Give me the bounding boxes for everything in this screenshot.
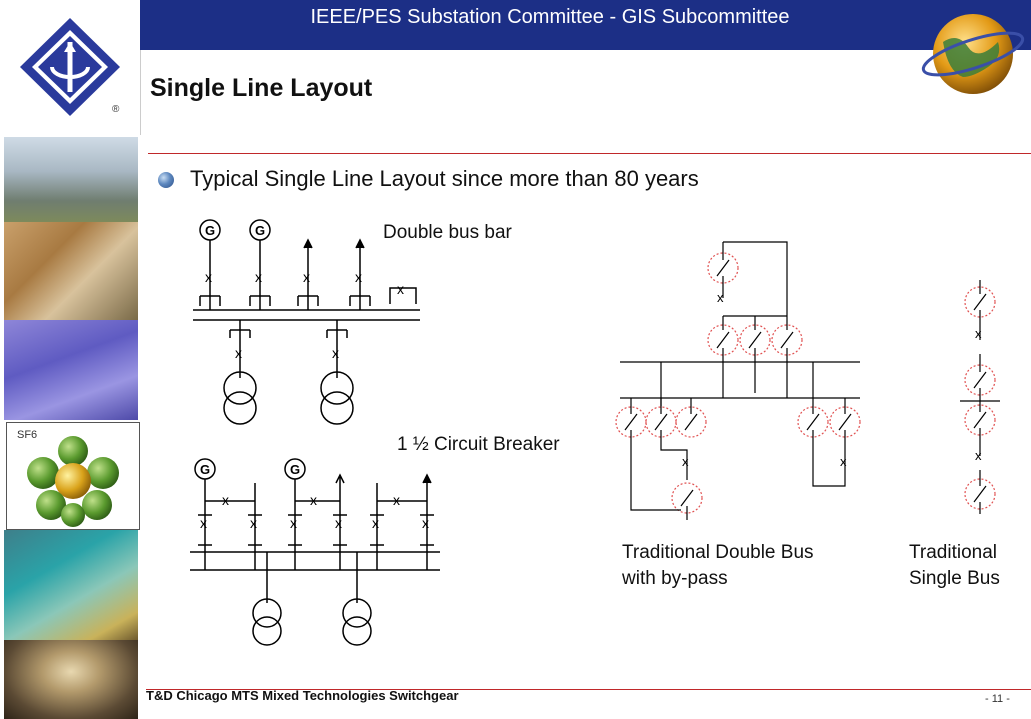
svg-text:G: G	[205, 223, 215, 238]
svg-text:x: x	[200, 515, 207, 531]
slide-title: Single Line Layout	[150, 74, 373, 102]
traditional-double-bus-label-2: with by-pass	[622, 568, 728, 589]
traditional-single-bus-label-1: Traditional	[909, 542, 998, 563]
globe-icon	[921, 14, 1025, 94]
gis-hall-photo	[4, 320, 138, 420]
traditional-single-bus-label-2: Single Bus	[909, 568, 1000, 589]
svg-text:G: G	[200, 462, 210, 477]
header-title: IEEE/PES Substation Committee - GIS Subc…	[310, 6, 790, 28]
svg-text:x: x	[250, 515, 257, 531]
sf6-molecule-icon	[27, 436, 119, 527]
traditional-double-bus-label-1: Traditional Double Bus	[622, 542, 814, 563]
tunnel-photo	[4, 640, 138, 719]
traditional-double-bus-diagram: x x x	[615, 241, 861, 520]
title-rule	[148, 153, 1031, 154]
breaker-and-half-label: 1 ½ Circuit Breaker	[397, 434, 560, 455]
double-bus-bar-label: Double bus bar	[383, 222, 512, 243]
svg-text:x: x	[310, 492, 317, 508]
svg-text:x: x	[355, 269, 362, 285]
svg-text:x: x	[393, 492, 400, 508]
svg-text:x: x	[397, 281, 404, 297]
svg-text:x: x	[682, 454, 689, 469]
svg-text:x: x	[975, 326, 982, 341]
svg-text:x: x	[235, 345, 242, 361]
svg-text:x: x	[255, 269, 262, 285]
gis-installation-photo	[4, 530, 138, 640]
sidebar: ® SF6	[0, 0, 141, 719]
svg-text:x: x	[205, 269, 212, 285]
svg-text:x: x	[335, 515, 342, 531]
svg-text:x: x	[717, 290, 724, 305]
substation-photo-1	[4, 137, 138, 222]
double-bus-bar-diagram: G G x x x x x x x	[193, 219, 420, 425]
page-number: - 11 -	[985, 693, 1010, 705]
svg-text:G: G	[290, 462, 300, 477]
footer-rule	[146, 689, 1031, 690]
svg-text:G: G	[255, 223, 265, 238]
ieee-logo-icon: ®	[20, 18, 120, 116]
ieee-logo: ®	[0, 0, 141, 135]
sf6-label: SF6	[17, 429, 38, 441]
svg-text:®: ®	[112, 104, 120, 115]
substation-photo-2	[4, 222, 138, 320]
svg-text:x: x	[372, 515, 379, 531]
bullet-icon	[158, 172, 174, 188]
svg-text:x: x	[422, 515, 429, 531]
svg-text:x: x	[222, 492, 229, 508]
svg-text:x: x	[975, 448, 982, 463]
traditional-single-bus-diagram: x x	[960, 280, 1000, 514]
svg-text:x: x	[303, 269, 310, 285]
bullet-text: Typical Single Line Layout since more th…	[190, 166, 699, 191]
svg-text:x: x	[840, 454, 847, 469]
svg-text:x: x	[290, 515, 297, 531]
footer-text: T&D Chicago MTS Mixed Technologies Switc…	[146, 688, 459, 703]
sf6-molecule-panel: SF6	[6, 422, 140, 530]
svg-text:x: x	[332, 345, 339, 361]
header-band	[140, 0, 1031, 50]
